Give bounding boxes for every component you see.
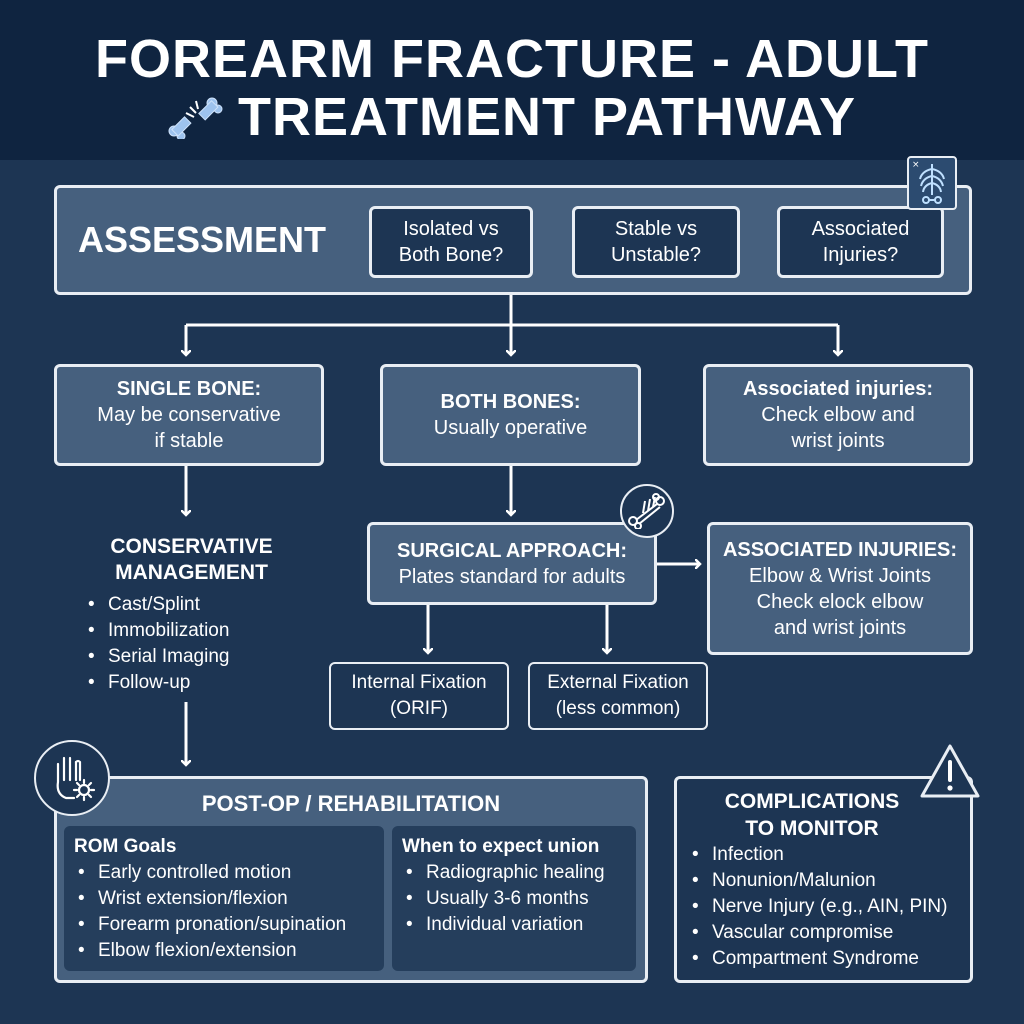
bone-fixation-icon	[620, 484, 674, 538]
both-bones-box: BOTH BONES: Usually operative	[380, 364, 641, 466]
page-title-line1: FOREARM FRACTURE - ADULT	[95, 29, 929, 89]
xray-icon: ×	[906, 155, 958, 211]
list-item: Forearm pronation/supination	[74, 912, 346, 938]
complications-title: COMPLICATIONS TO MONITOR	[724, 790, 900, 840]
broken-bone-icon	[168, 90, 224, 152]
hand-gear-icon	[34, 740, 110, 816]
union-title: When to expect union	[402, 836, 600, 857]
svg-text:×: ×	[912, 160, 920, 170]
associated-injuries-detail-box: ASSOCIATED INJURIES: Elbow & Wrist Joint…	[707, 522, 973, 655]
conservative-management: CONSERVATIVE MANAGEMENT Cast/Splint Immo…	[84, 534, 299, 696]
external-fixation-box: External Fixation(less common)	[528, 662, 708, 730]
list-item: Individual variation	[402, 912, 605, 938]
rom-goals-panel: ROM Goals Early controlled motion Wrist …	[64, 826, 384, 971]
conservative-title: CONSERVATIVE MANAGEMENT	[110, 535, 273, 584]
single-bone-box: SINGLE BONE: May be conservative if stab…	[54, 364, 324, 466]
list-item: Nerve Injury (e.g., AIN, PIN)	[688, 894, 947, 920]
list-item: Nonunion/Malunion	[688, 868, 947, 894]
list-item: Radiographic healing	[402, 860, 605, 886]
list-item: Elbow flexion/extension	[74, 938, 346, 964]
complications-list: Infection Nonunion/Malunion Nerve Injury…	[688, 842, 947, 972]
list-item: Cast/Splint	[84, 592, 299, 618]
page-title-line2: TREATMENT PATHWAY	[0, 86, 1024, 152]
warning-icon	[918, 742, 982, 800]
list-item: Serial Imaging	[84, 644, 299, 670]
list-item: Follow-up	[84, 670, 299, 696]
list-item: Infection	[688, 842, 947, 868]
list-item: Wrist extension/flexion	[74, 886, 346, 912]
assessment-label: ASSESSMENT	[78, 219, 327, 260]
list-item: Early controlled motion	[74, 860, 346, 886]
surgical-approach-box: SURGICAL APPROACH: Plates standard for a…	[367, 522, 657, 605]
postop-title: POST-OP / REHABILITATION	[201, 791, 501, 816]
list-item: Compartment Syndrome	[688, 946, 947, 972]
union-panel: When to expect union Radiographic healin…	[392, 826, 636, 971]
list-item: Immobilization	[84, 618, 299, 644]
list-item: Vascular compromise	[688, 920, 947, 946]
list-item: Usually 3-6 months	[402, 886, 605, 912]
internal-fixation-box: Internal Fixation(ORIF)	[329, 662, 509, 730]
associated-injuries-box: Associated injuries: Check elbow and wri…	[703, 364, 973, 466]
rom-goals-title: ROM Goals	[74, 836, 177, 857]
